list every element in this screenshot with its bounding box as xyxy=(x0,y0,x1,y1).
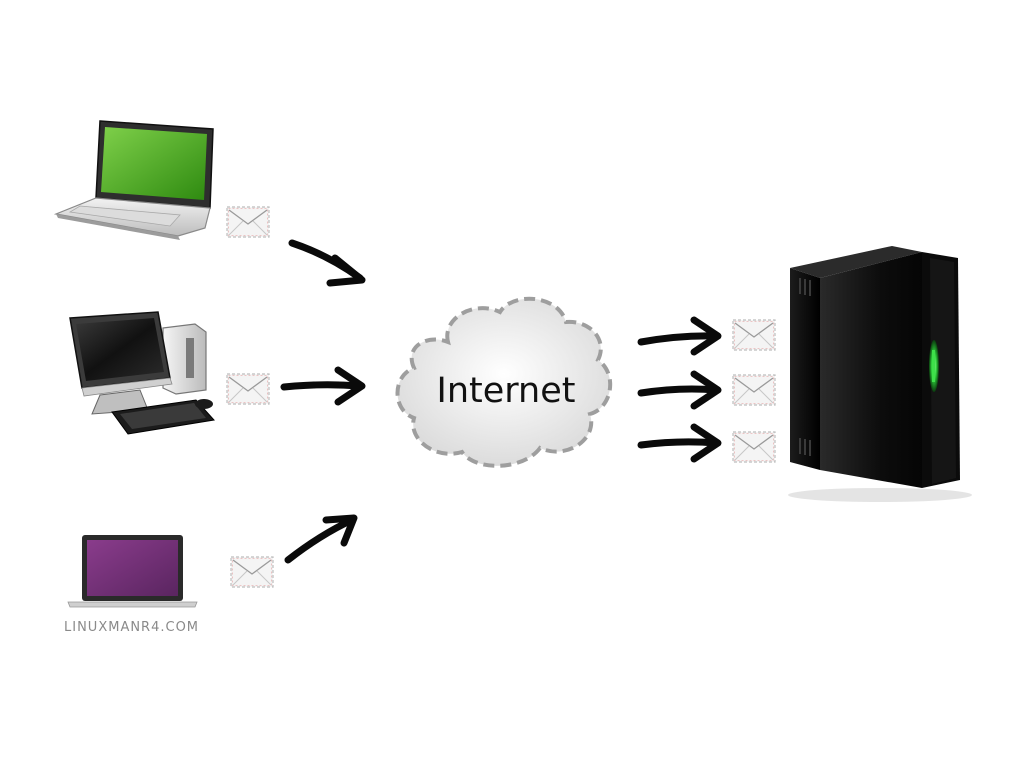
internet-cloud: Internet xyxy=(395,296,613,468)
macbook-icon xyxy=(67,535,198,608)
arrow-icon xyxy=(288,239,366,287)
arrow-icon xyxy=(637,423,722,463)
site-credit: LINUXMANR4.COM xyxy=(64,620,199,635)
arrow-icon xyxy=(637,316,722,356)
email-envelope-icon xyxy=(230,556,274,588)
email-envelope-icon xyxy=(732,431,776,463)
desktop-computer-icon xyxy=(69,311,215,435)
email-envelope-icon xyxy=(732,374,776,406)
arrow-icon xyxy=(284,514,358,564)
server-icon xyxy=(788,246,972,502)
cloud-label: Internet xyxy=(437,371,576,411)
arrow-icon xyxy=(637,370,722,410)
arrow-icon xyxy=(280,366,366,406)
email-envelope-icon xyxy=(226,373,270,405)
email-envelope-icon xyxy=(226,206,270,238)
netbook-icon xyxy=(53,120,214,240)
email-envelope-icon xyxy=(732,319,776,351)
